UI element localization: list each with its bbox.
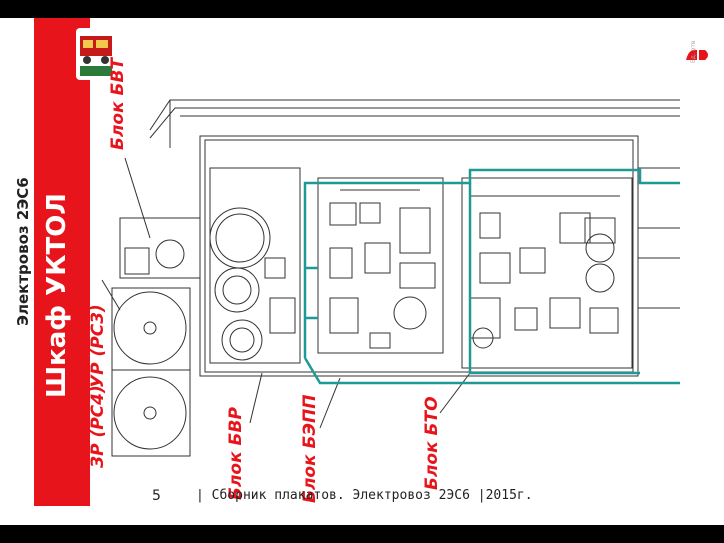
page-number: 5 bbox=[152, 488, 161, 504]
footer-text: | Сборник плакатов. Электровоз 2ЭС6 |201… bbox=[196, 488, 533, 503]
title-band bbox=[34, 18, 116, 506]
slide: Шкаф УКТОЛ Электровоз 2ЭС6 Ед. отв Блок … bbox=[0, 18, 724, 525]
cabinet-diagram bbox=[101, 99, 680, 457]
locomotive-emblem bbox=[76, 28, 116, 80]
rzd-logo bbox=[686, 49, 708, 60]
